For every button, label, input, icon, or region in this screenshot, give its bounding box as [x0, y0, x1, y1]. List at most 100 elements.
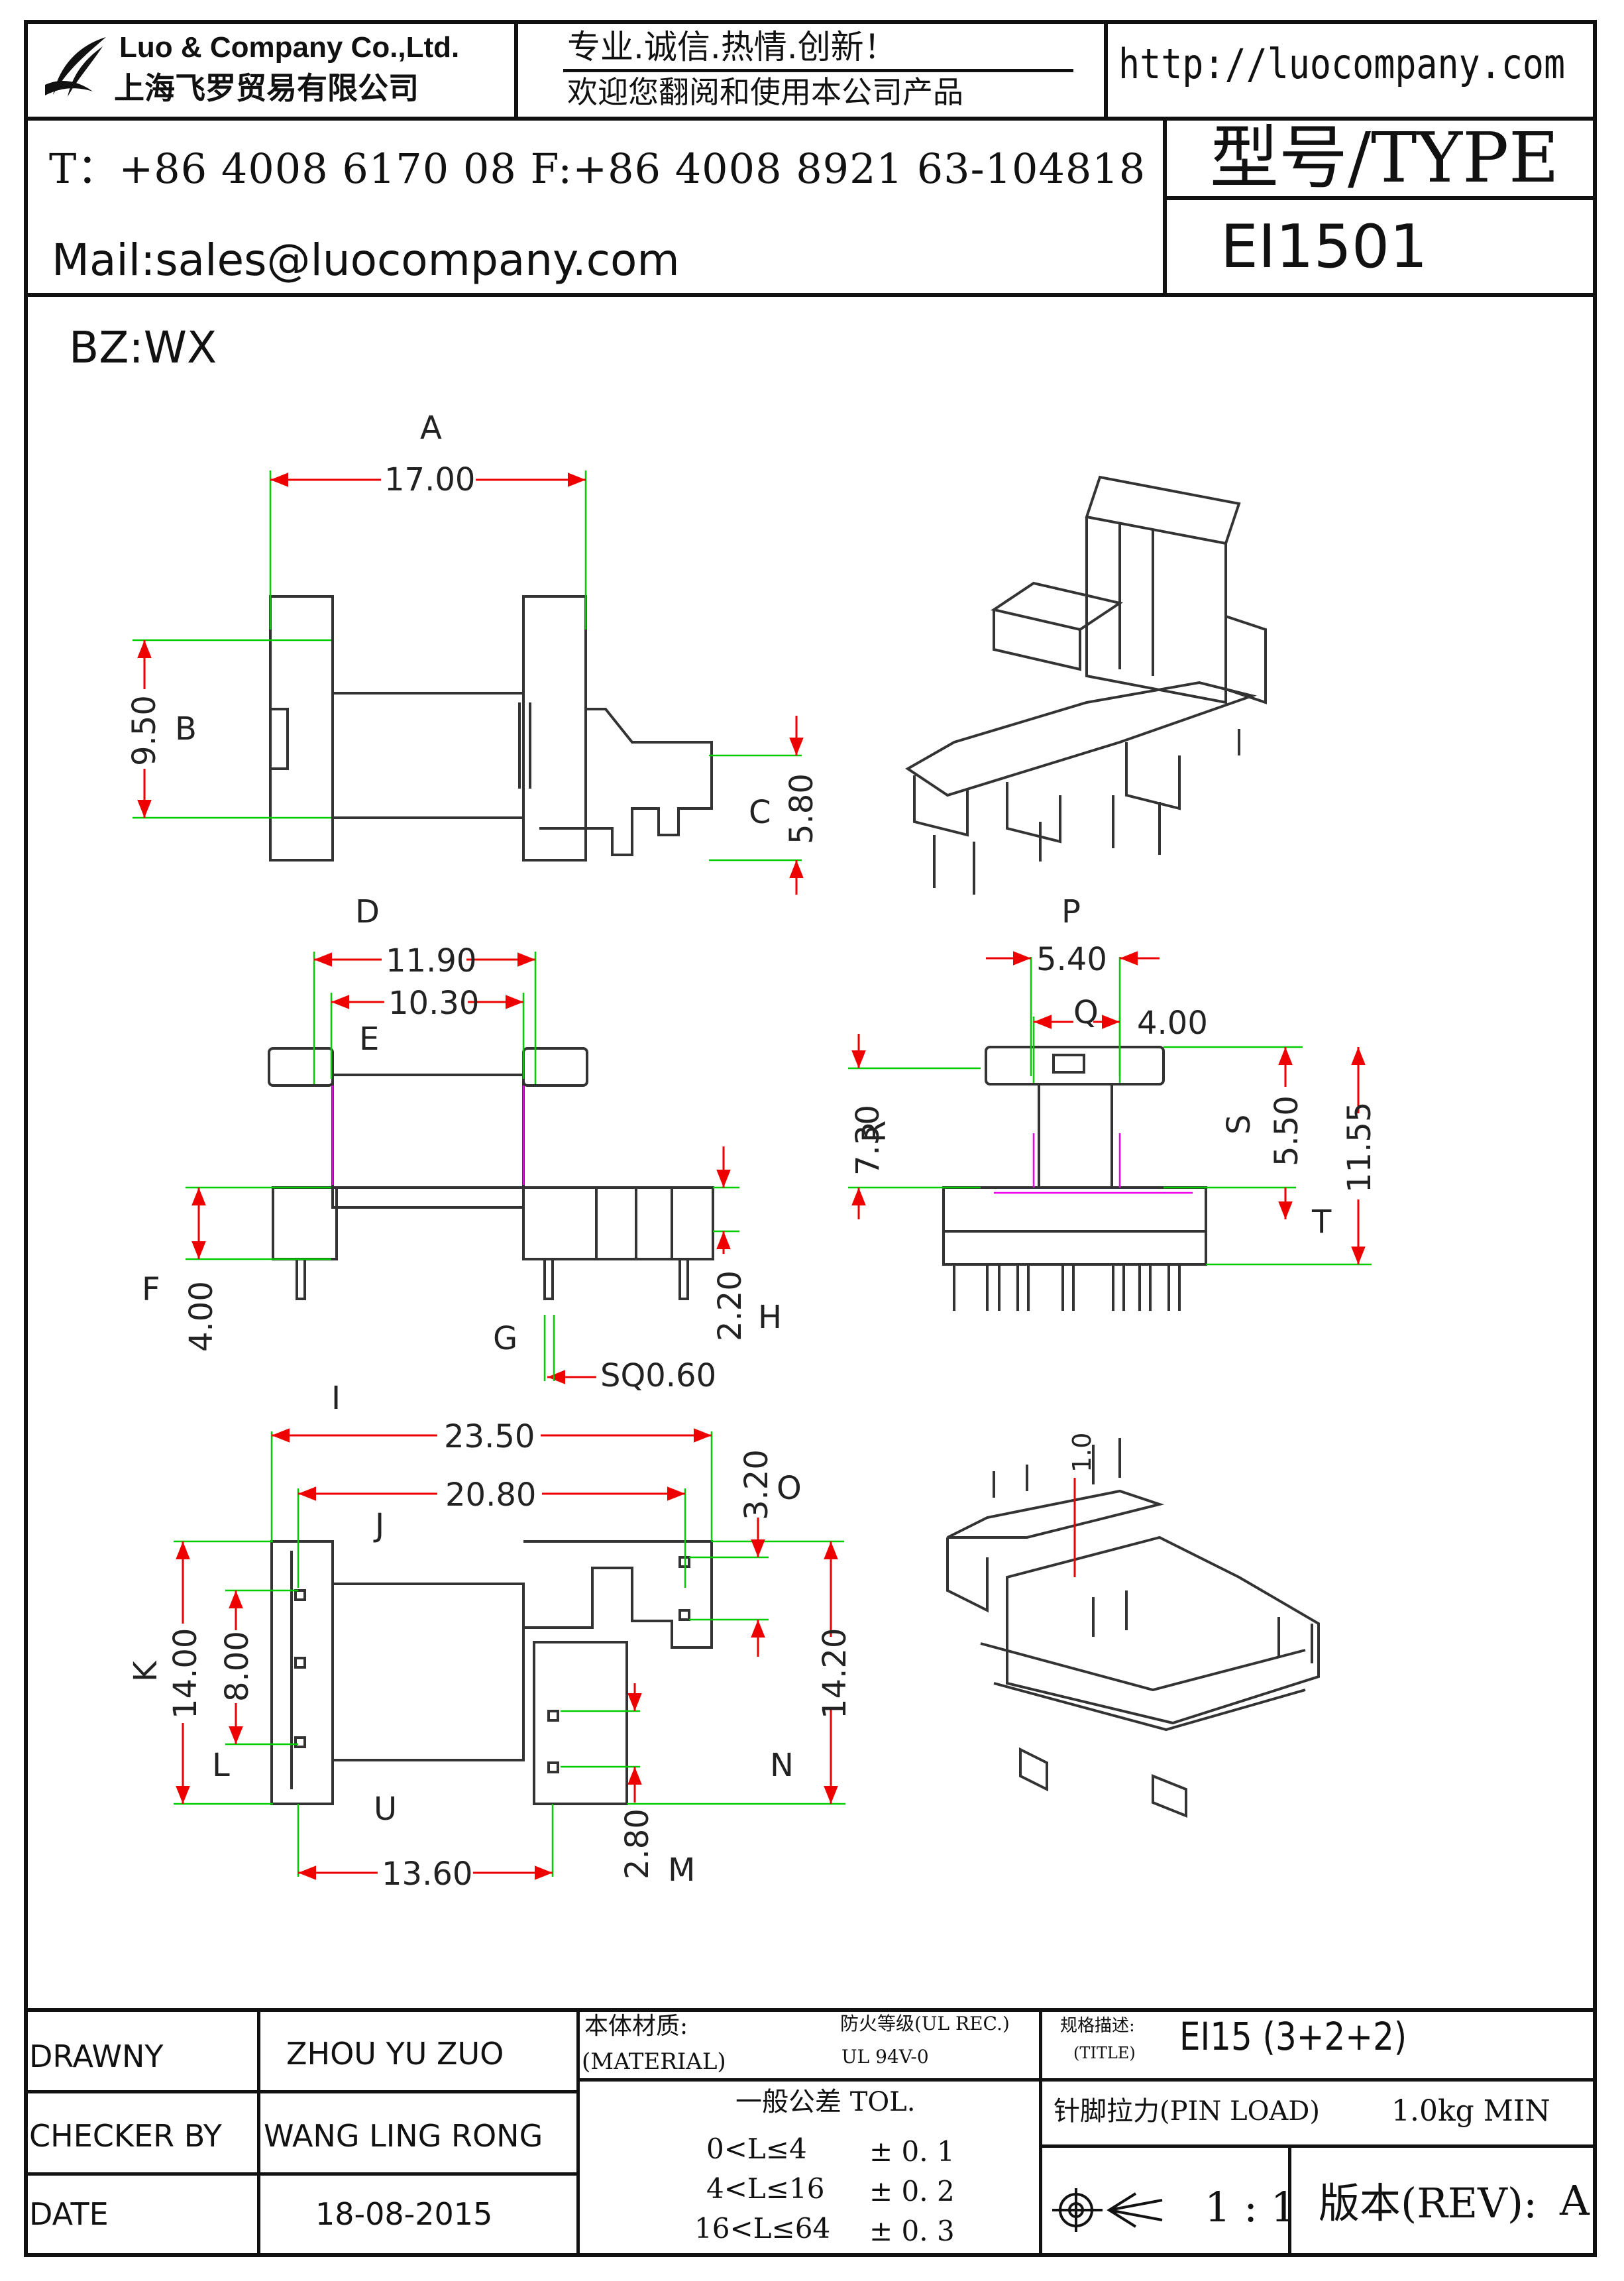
dim-S-label: S	[1220, 1115, 1258, 1135]
iso-view-top	[905, 475, 1267, 895]
dim-Q-label: Q	[1073, 994, 1099, 1031]
drawn-value: ZHOU YU ZUO	[286, 2036, 504, 2072]
type-value: EI1501	[1220, 212, 1428, 282]
title-value: EI15 (3+2+2)	[1179, 2014, 1407, 2059]
titleblock-top-line	[24, 2008, 1597, 2012]
tb-row-line-2	[24, 2172, 579, 2176]
header-divider-2	[24, 293, 1597, 297]
material-label-cn: 本体材质:	[584, 2013, 688, 2040]
dim-U-label: U	[374, 1791, 397, 1828]
dim-iso-value: 1.0	[1067, 1433, 1097, 1473]
dim-B-value: 9.50	[126, 695, 163, 766]
dim-L-label: L	[212, 1747, 230, 1784]
dim-K-label: K	[127, 1660, 164, 1682]
pin-load-value: 1.0kg MIN	[1391, 2094, 1550, 2128]
dim-P-value: 5.40	[1036, 941, 1107, 978]
packing-note: BZ:WX	[69, 322, 217, 373]
revision-label: 版本(REV):	[1319, 2179, 1537, 2227]
dim-M-value: 2.80	[619, 1808, 656, 1879]
iso-view-bottom	[946, 1438, 1320, 1818]
fire-rating-value: UL 94V-0	[841, 2046, 929, 2068]
dim-S-value: 5.50	[1268, 1095, 1305, 1166]
revision-value: A	[1560, 2176, 1590, 2225]
header-vdivider-2	[1104, 20, 1108, 119]
dim-I-value: 23.50	[444, 1418, 535, 1455]
tol-value-1: ± 0. 1	[869, 2135, 955, 2168]
slogan: 专业.诚信.热情.创新！	[567, 28, 897, 66]
header-vdivider-3	[1163, 117, 1167, 296]
header-divider-1	[24, 117, 1597, 121]
dim-R-label: R	[856, 1121, 893, 1142]
date-label: DATE	[29, 2196, 109, 2232]
projection-symbol-icon	[1052, 2188, 1163, 2232]
tolerance-title: 一般公差 TOL.	[735, 2087, 916, 2117]
header-vdivider-1	[514, 20, 518, 119]
dim-T-value: 11.55	[1341, 1102, 1378, 1193]
dim-D-value: 11.90	[386, 942, 476, 979]
company-name-cn: 上海飞罗贸易有限公司	[114, 70, 419, 106]
dim-K-value: 14.00	[167, 1628, 204, 1719]
dim-C-value: 5.80	[783, 773, 820, 844]
tb-col-line-3	[1039, 2008, 1042, 2257]
dim-Q-value: 4.00	[1137, 1005, 1208, 1042]
dim-N-label: N	[770, 1747, 794, 1784]
welcome-text: 欢迎您翻阅和使用本公司产品	[567, 74, 963, 110]
top-view	[269, 595, 713, 862]
tb-col-line-4	[1288, 2144, 1291, 2257]
company-name-en: Luo & Company Co.,Ltd.	[119, 31, 460, 64]
dim-E-label: E	[359, 1021, 379, 1058]
title-label-cn: 规格描述:	[1060, 2016, 1135, 2036]
tol-range-1: 0<L≤4	[706, 2133, 807, 2165]
dim-E-value: 10.30	[388, 985, 479, 1022]
mail-address[interactable]: Mail:sales@luocompany.com	[52, 235, 680, 286]
scale-value: 1 : 1	[1205, 2183, 1297, 2231]
drawn-label: DRAWNY	[29, 2038, 164, 2074]
tb-row-line-4	[1039, 2144, 1597, 2148]
dim-A-label: A	[420, 410, 442, 447]
tol-range-2: 4<L≤16	[706, 2172, 825, 2205]
dim-C-label: C	[749, 794, 771, 831]
checker-value: WANG LING RONG	[264, 2118, 543, 2154]
dim-H-value: 2.20	[712, 1270, 749, 1341]
dim-R-value: 7.30	[849, 1105, 887, 1176]
dim-J-label: J	[373, 1507, 384, 1544]
dim-P-label: P	[1061, 893, 1081, 930]
drawing-frame	[24, 20, 1597, 2257]
side-view	[942, 1046, 1207, 1311]
dim-O-value: 3.20	[738, 1449, 775, 1520]
dim-D-label: D	[355, 893, 380, 930]
dim-B-label: B	[175, 710, 197, 748]
tb-row-line-1	[24, 2090, 579, 2093]
company-logo-icon	[45, 37, 106, 97]
header-type-divider	[1163, 196, 1597, 200]
fire-rating-label: 防火等级(UL REC.)	[840, 2013, 1010, 2034]
dim-F-value: 4.00	[183, 1281, 220, 1352]
dim-M-label: M	[668, 1852, 695, 1889]
tb-col-line-2	[576, 2008, 580, 2257]
website-link[interactable]: http://luocompany.com	[1118, 40, 1566, 88]
tb-row-line-3	[576, 2078, 1597, 2082]
dim-I-label: I	[331, 1380, 341, 1417]
tol-range-3: 16<L≤64	[694, 2212, 831, 2245]
slogan-underline	[563, 69, 1073, 72]
phone-fax: T：+86 4008 6170 08 F:+86 4008 8921 63-10…	[49, 144, 1146, 193]
dim-F-label: F	[142, 1271, 160, 1308]
title-label-en: (TITLE)	[1073, 2044, 1136, 2062]
tol-value-3: ± 0. 3	[869, 2215, 955, 2247]
tb-col-line-1	[257, 2008, 260, 2257]
dim-L-value: 8.00	[219, 1631, 256, 1702]
type-label: 型号/TYPE	[1210, 117, 1559, 198]
dim-A-value: 17.00	[384, 461, 475, 498]
bottom-view	[270, 1540, 713, 1805]
dim-H-label: H	[758, 1299, 782, 1336]
dim-G-value: SQ0.60	[600, 1357, 716, 1394]
dim-J-value: 20.80	[445, 1476, 536, 1514]
dim-T-label: T	[1311, 1203, 1332, 1241]
dim-N-value: 14.20	[816, 1628, 853, 1719]
front-view	[268, 1047, 714, 1300]
checker-label: CHECKER BY	[29, 2118, 222, 2154]
pin-load-label: 针脚拉力(PIN LOAD)	[1054, 2096, 1320, 2127]
date-value: 18-08-2015	[315, 2196, 493, 2232]
dim-G-label: G	[493, 1320, 517, 1357]
